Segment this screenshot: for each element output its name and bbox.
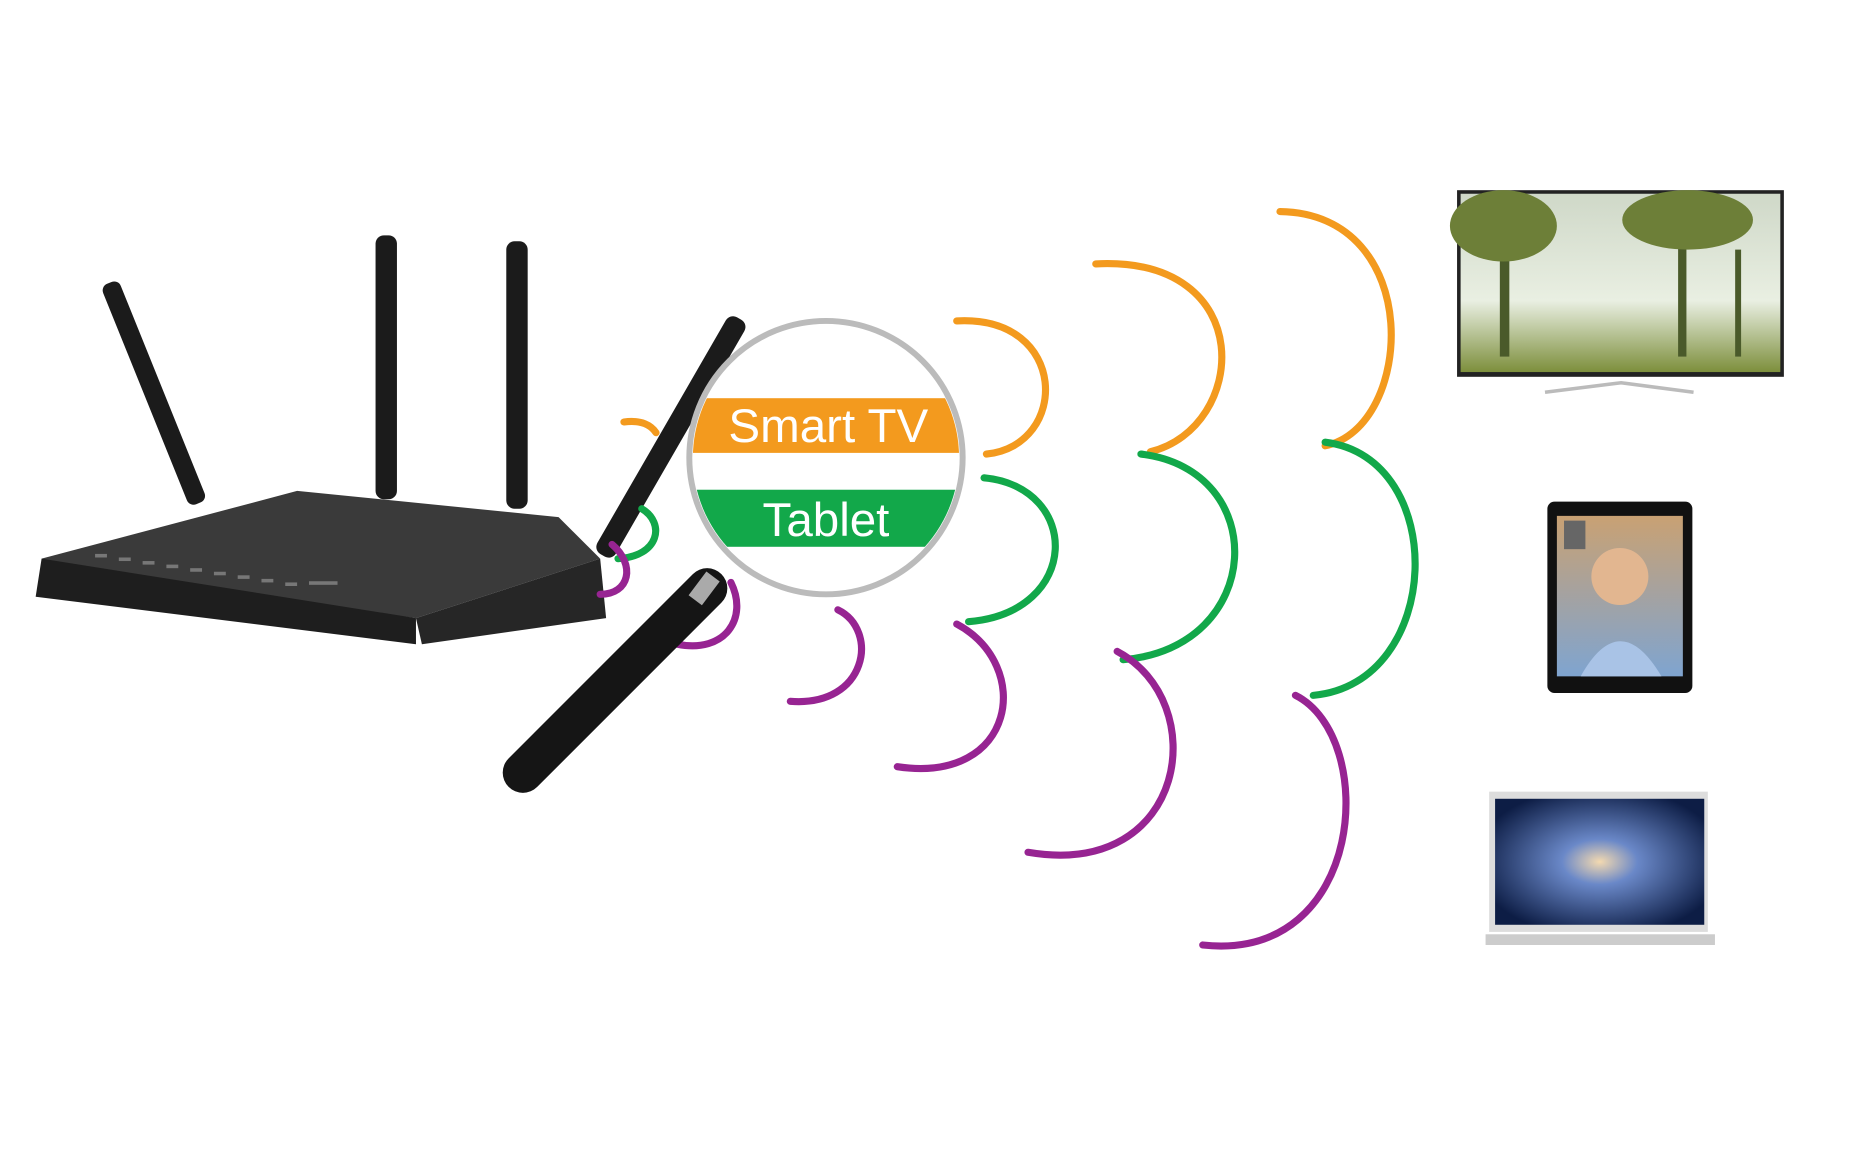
signal-arc-orange <box>1092 260 1226 456</box>
antenna <box>102 281 206 505</box>
signal-arc-purple <box>786 606 865 705</box>
signal-arc-purple <box>673 578 741 650</box>
signal-arc-orange <box>1276 208 1395 450</box>
signal-arc-green <box>614 505 660 563</box>
signal-arc-purple <box>893 620 1007 772</box>
label-band-tablet <box>692 489 960 547</box>
magnifying-glass-icon: Smart TV Tablet <box>502 317 966 793</box>
signal-arcs <box>596 208 1419 950</box>
signal-arc-purple <box>596 540 631 598</box>
laptop <box>1485 791 1715 945</box>
signal-arc-orange <box>953 317 1050 458</box>
laptop-screen <box>1495 798 1705 925</box>
tablet-label: Tablet <box>763 494 890 547</box>
signal-arc-orange <box>620 417 660 437</box>
signal-arc-green <box>1309 438 1419 699</box>
signal-arc-purple <box>1199 691 1350 950</box>
antenna <box>506 241 528 509</box>
antenna <box>375 235 397 500</box>
signal-arc-purple <box>1024 647 1177 859</box>
router-side <box>415 558 607 645</box>
router-leds <box>95 553 338 587</box>
magnifier-handle <box>502 568 728 793</box>
antenna <box>596 316 746 558</box>
router <box>35 235 746 645</box>
signal-arc-green <box>965 474 1059 626</box>
magnifier-lens <box>686 317 966 598</box>
smart-tv <box>1449 190 1784 395</box>
smart-tv-label: Smart TV <box>728 400 928 453</box>
router-front <box>35 558 416 645</box>
signal-arc-green <box>1119 450 1239 664</box>
tablet <box>1547 501 1693 693</box>
label-band-smart-tv <box>692 398 960 453</box>
